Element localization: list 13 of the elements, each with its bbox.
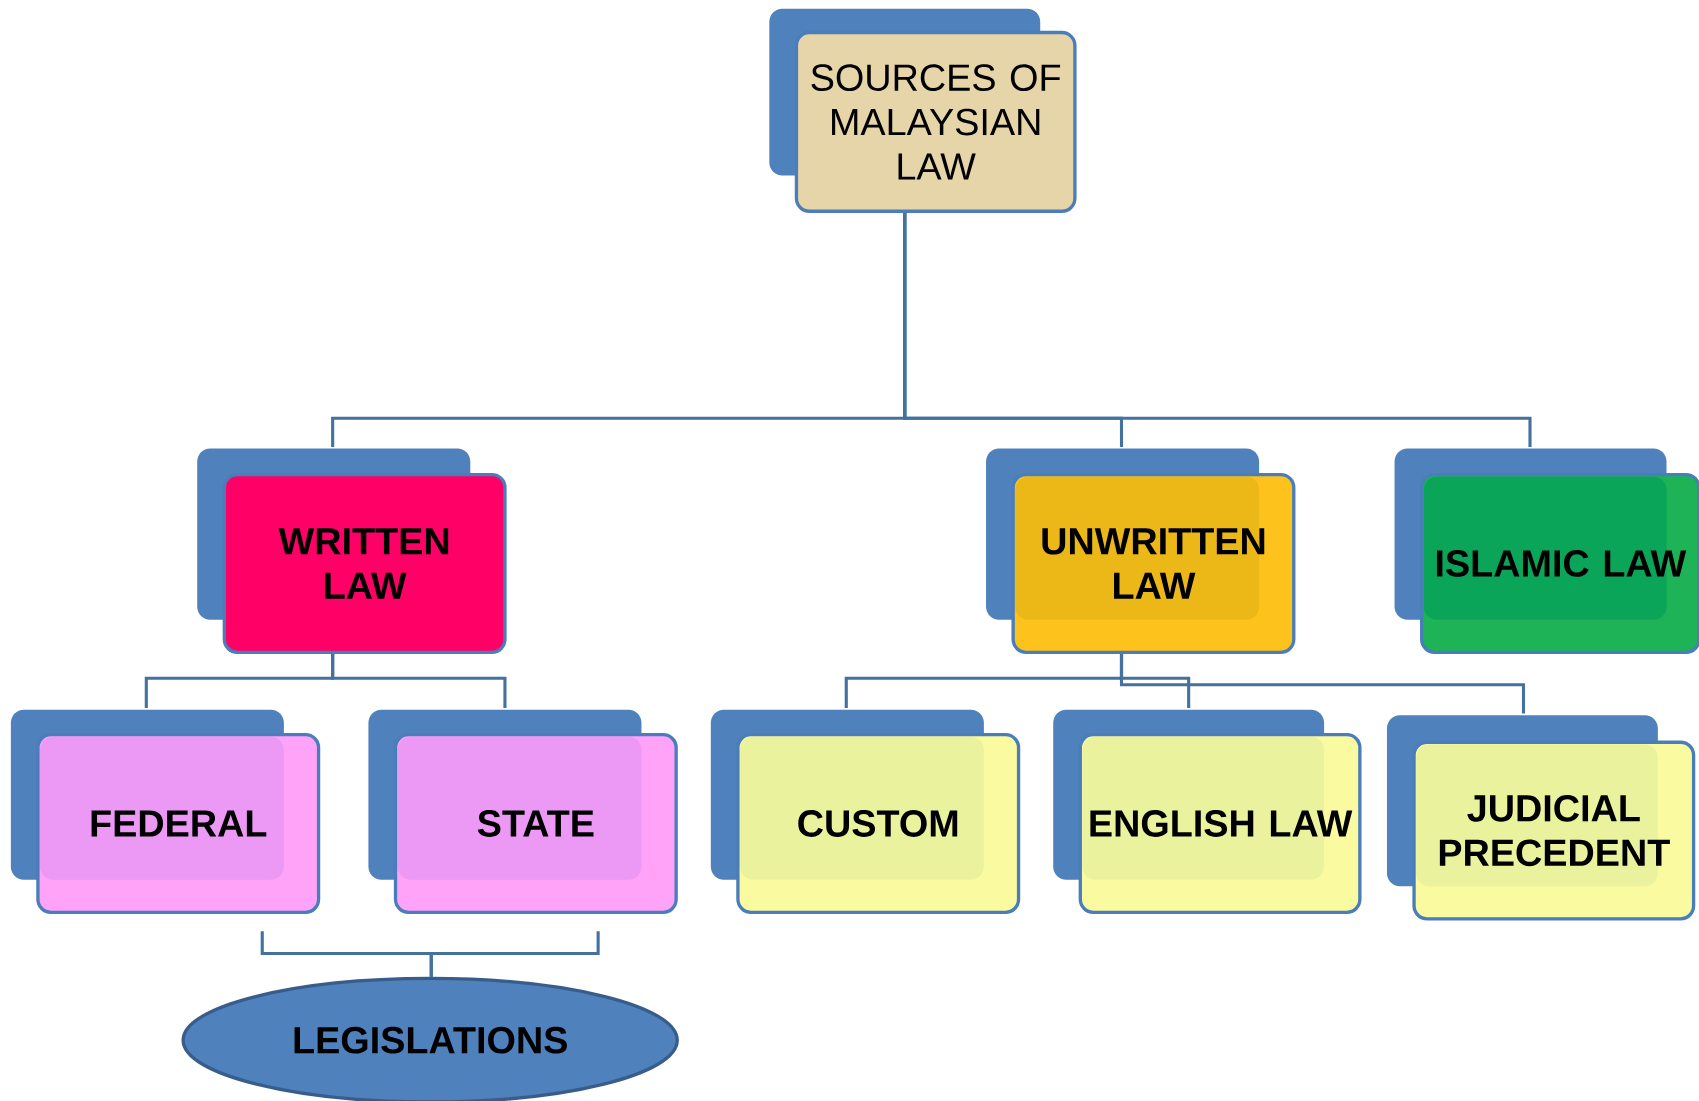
box: WRITTEN LAW bbox=[197, 448, 507, 654]
box: ENGLISH LAW bbox=[1053, 709, 1362, 915]
connector-line bbox=[429, 931, 600, 977]
box: UNWRITTEN LAW bbox=[986, 448, 1296, 654]
connector-line bbox=[331, 654, 507, 709]
box: SOURCES OF MALAYSIAN LAW bbox=[769, 8, 1077, 213]
connector-line bbox=[1119, 654, 1526, 714]
box: STATE bbox=[368, 709, 678, 915]
box: FEDERAL bbox=[10, 709, 321, 915]
box: CUSTOM bbox=[710, 709, 1021, 915]
box: ISLAMIC LAW bbox=[1394, 448, 1699, 654]
box: JUDICIAL PRECEDENT bbox=[1386, 715, 1696, 921]
connector-line bbox=[903, 213, 1532, 447]
